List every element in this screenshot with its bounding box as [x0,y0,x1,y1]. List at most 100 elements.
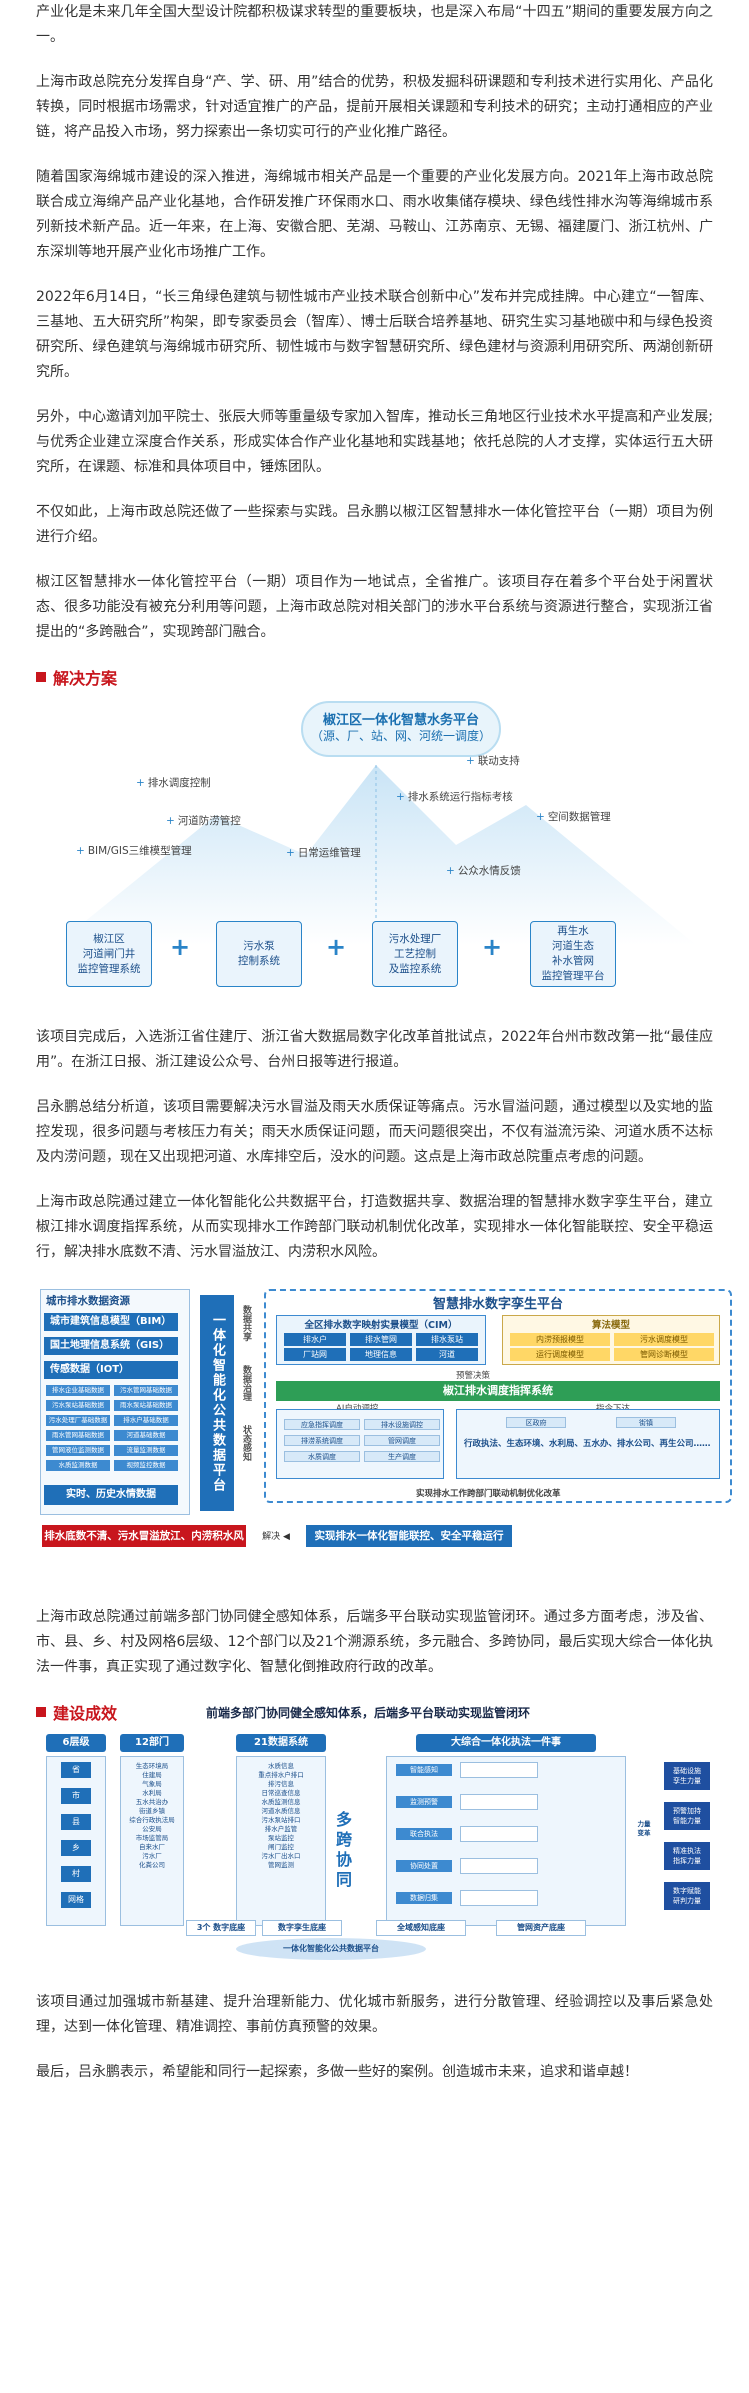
flow-label: 预警决策 [456,1371,491,1381]
diagram-label: BIM/GIS三维模型管理 [76,843,192,858]
cim-chip: 厂站网 [284,1348,346,1361]
paragraph: 最后，吕永鹏表示，希望能和同行一起探索，多做一些好的案例。创造城市未来，追求和谐… [36,2064,638,2080]
plus-icon: + [326,933,347,961]
article: 产业化是未来几年全国大型设计院都积极谋求转型的重要板块，也是深入布局“十四五”期… [0,0,749,2105]
system-node: 污水处理厂 工艺控制 及监控系统 [372,921,458,987]
problem-bar: 排水底数不清、污水冒溢放江、内涝积水风险 [42,1525,246,1564]
foundation-chip: 管网资产底座 [496,1920,586,1936]
section-heading-outcome: 建设成效 [36,1700,117,1724]
department-list: 行政执法、生态环境、水利局、五水办、排水公司、再生公司…… [464,1439,711,1449]
resource-cell: 视频监控数据 [114,1460,178,1471]
power-chip: 预警加持 智能力量 [664,1802,710,1830]
level-chip: 网格 [61,1892,91,1908]
flow-label: 数据治理 [241,1365,251,1401]
diagram-label: 联动支持 [466,753,520,768]
paragraph: 吕永鹏总结分析道，该项目需要解决污水冒溢及雨天水质保证等痛点。污水冒溢问题，通过… [36,1099,713,1165]
resource-cell: 排水户基础数据 [114,1415,178,1426]
cim-chip: 河道 [416,1348,478,1361]
diagram-label: 排水系统运行指标考核 [396,789,513,804]
process-desc [460,1794,538,1810]
resource-cell: 污水泵站基础数据 [46,1400,110,1411]
process-desc [460,1890,538,1906]
resource-bar: 国土地理信息系统（GIS） [44,1337,178,1355]
paragraph: 另外，中心邀请刘加平院士、张辰大师等重量级专家加入智库，推动长三角地区行业技术水… [36,409,713,475]
resource-cell: 流量监测数据 [114,1445,178,1456]
department-column [120,1756,184,1926]
foundation-chip: 3个 数字底座 [186,1920,256,1936]
paragraph: 随着国家海绵城市建设的深入推进，海绵城市相关产品是一个重要的产业化发展方向。20… [36,169,713,260]
multi-collaboration-label: 多跨协同 [336,1810,353,1889]
square-bullet-icon [36,672,46,682]
diagram-label: 排水调度控制 [136,775,211,790]
section-title: 建设成效 [53,1704,118,1723]
paragraph: 上海市政总院通过前端多部门协同健全感知体系，后端多平台联动实现监管闭环。通过多方… [36,1609,713,1675]
department-list: 生态环境局 住建局 气象局 水利局 五水共治办 街道乡镇 综合行政执法局 公安局… [129,1762,175,1869]
paragraph: 上海市政总院充分发挥自身“产、学、研、用”结合的优势，积极发掘科研课题和专利技术… [36,74,713,140]
paragraph: 椒江区智慧排水一体化管控平台（一期）项目作为一地试点，全省推广。该项目存在着多个… [36,574,713,640]
platform-base: 一体化智能化公共数据平台 [236,1938,426,1960]
resource-cell: 水质监测数据 [46,1460,110,1471]
column-header: 12部门 [120,1734,184,1752]
paragraph: 该项目完成后，入选浙江省住建厅、浙江省大数据局数字化改革首批试点，2022年台州… [36,1029,713,1070]
level-chip: 市 [61,1788,91,1804]
resource-cell: 污水处理厂基础数据 [46,1415,110,1426]
diagram-label: 公众水情反馈 [446,863,521,878]
process-chip: 协同处置 [396,1860,452,1872]
resource-bar: 城市建筑信息模型（BIM） [44,1313,178,1331]
platform-subtitle: （源、厂、站、网、河统一调度） [310,729,491,743]
foundation-chip: 全域感知底座 [376,1920,466,1936]
resource-cell: 雨水管网基础数据 [46,1430,110,1441]
level-chip: 省 [61,1762,91,1778]
paragraph: 产业化是未来几年全国大型设计院都积极谋求转型的重要板块，也是深入布局“十四五”期… [36,4,713,45]
model-chip: 内涝预报模型 [510,1333,610,1346]
panel-title: 城市排水数据资源 [46,1295,130,1307]
control-chip: 排涝系统调度 [284,1435,360,1446]
force-change-label: 力量 变革 [637,1820,651,1837]
section-heading-solution: 解决方案 [36,665,713,689]
mountain-graphic [56,765,696,945]
section-title: 解决方案 [53,669,118,688]
plus-icon: + [482,933,503,961]
level-chip: 县 [61,1814,91,1830]
column-header: 21数据系统 [236,1734,326,1752]
resource-cell: 雨水泵站基础数据 [114,1400,178,1411]
system-node: 椒江区 河道闸门井 监控管理系统 [66,921,152,987]
diagram-label: 空间数据管理 [536,809,611,824]
flow-label: 状态感知 [241,1425,251,1461]
mechanism-caption: 实现排水工作跨部门联动机制优化改革 [416,1489,561,1499]
power-chip: 基础设施 孪生力量 [664,1762,710,1790]
control-chip: 生产调度 [364,1451,440,1462]
cim-title: 全区排水数字映射实景模型（CIM） [304,1320,458,1331]
gov-chip: 街镇 [616,1417,676,1428]
model-chip: 运行调度模型 [510,1348,610,1361]
resource-bar: 传感数据（IOT） [44,1361,178,1379]
column-header: 6层级 [46,1734,106,1752]
resource-cell: 管网液位监测数据 [46,1445,110,1456]
outcome-diagram: 建设成效 前端多部门协同健全感知体系，后端多平台联动实现监管闭环 6层级 12部… [36,1700,736,1970]
power-chip: 精准执法 指挥力量 [664,1842,710,1870]
model-chip: 管网诊断模型 [614,1348,714,1361]
system-node: 污水泵 控制系统 [216,921,302,987]
square-bullet-icon [36,1707,46,1717]
model-chip: 污水调度模型 [614,1333,714,1346]
outcome-headline: 前端多部门协同健全感知体系，后端多平台联动实现监管闭环 [206,1706,531,1720]
paragraph: 该项目通过加强城市新基建、提升治理新能力、优化城市新服务，进行分散管理、经验调控… [36,1994,713,2035]
control-chip: 排水设施调控 [364,1419,440,1430]
level-chip: 村 [61,1866,91,1882]
control-chip: 管网调度 [364,1435,440,1446]
dispatch-command-system-bar: 椒江排水调度指挥系统 [276,1381,720,1401]
process-chip: 监测预警 [396,1796,452,1808]
result-bar: 实现排水一体化智能联控、安全平稳运行 [306,1525,512,1547]
system-node: 再生水 河道生态 补水管网 监控管理平台 [530,921,616,987]
public-data-platform-bar: 一体化智能化公共数据平台 [200,1295,234,1511]
paragraph: 上海市政总院通过建立一体化智能化公共数据平台，打造数据共享、数据治理的智慧排水数… [36,1194,713,1260]
diagram-label: 河道防涝管控 [166,813,241,828]
twin-platform-title: 智慧排水数字孪生平台 [432,1297,563,1312]
cim-chip: 排水泵站 [416,1333,478,1346]
process-desc [460,1762,538,1778]
paragraph: 2022年6月14日，“长三角绿色建筑与韧性城市产业技术联合创新中心”发布并完成… [36,289,713,380]
command-dispatch-box [456,1409,720,1479]
solution-diagram: 椒江区一体化智慧水务平台 （源、厂、站、网、河统一调度） 联动支持 排水调度控制… [36,695,716,1005]
solve-arrow: 解决 ◀ [262,1532,290,1542]
resource-cell: 污水管网基础数据 [114,1385,178,1396]
